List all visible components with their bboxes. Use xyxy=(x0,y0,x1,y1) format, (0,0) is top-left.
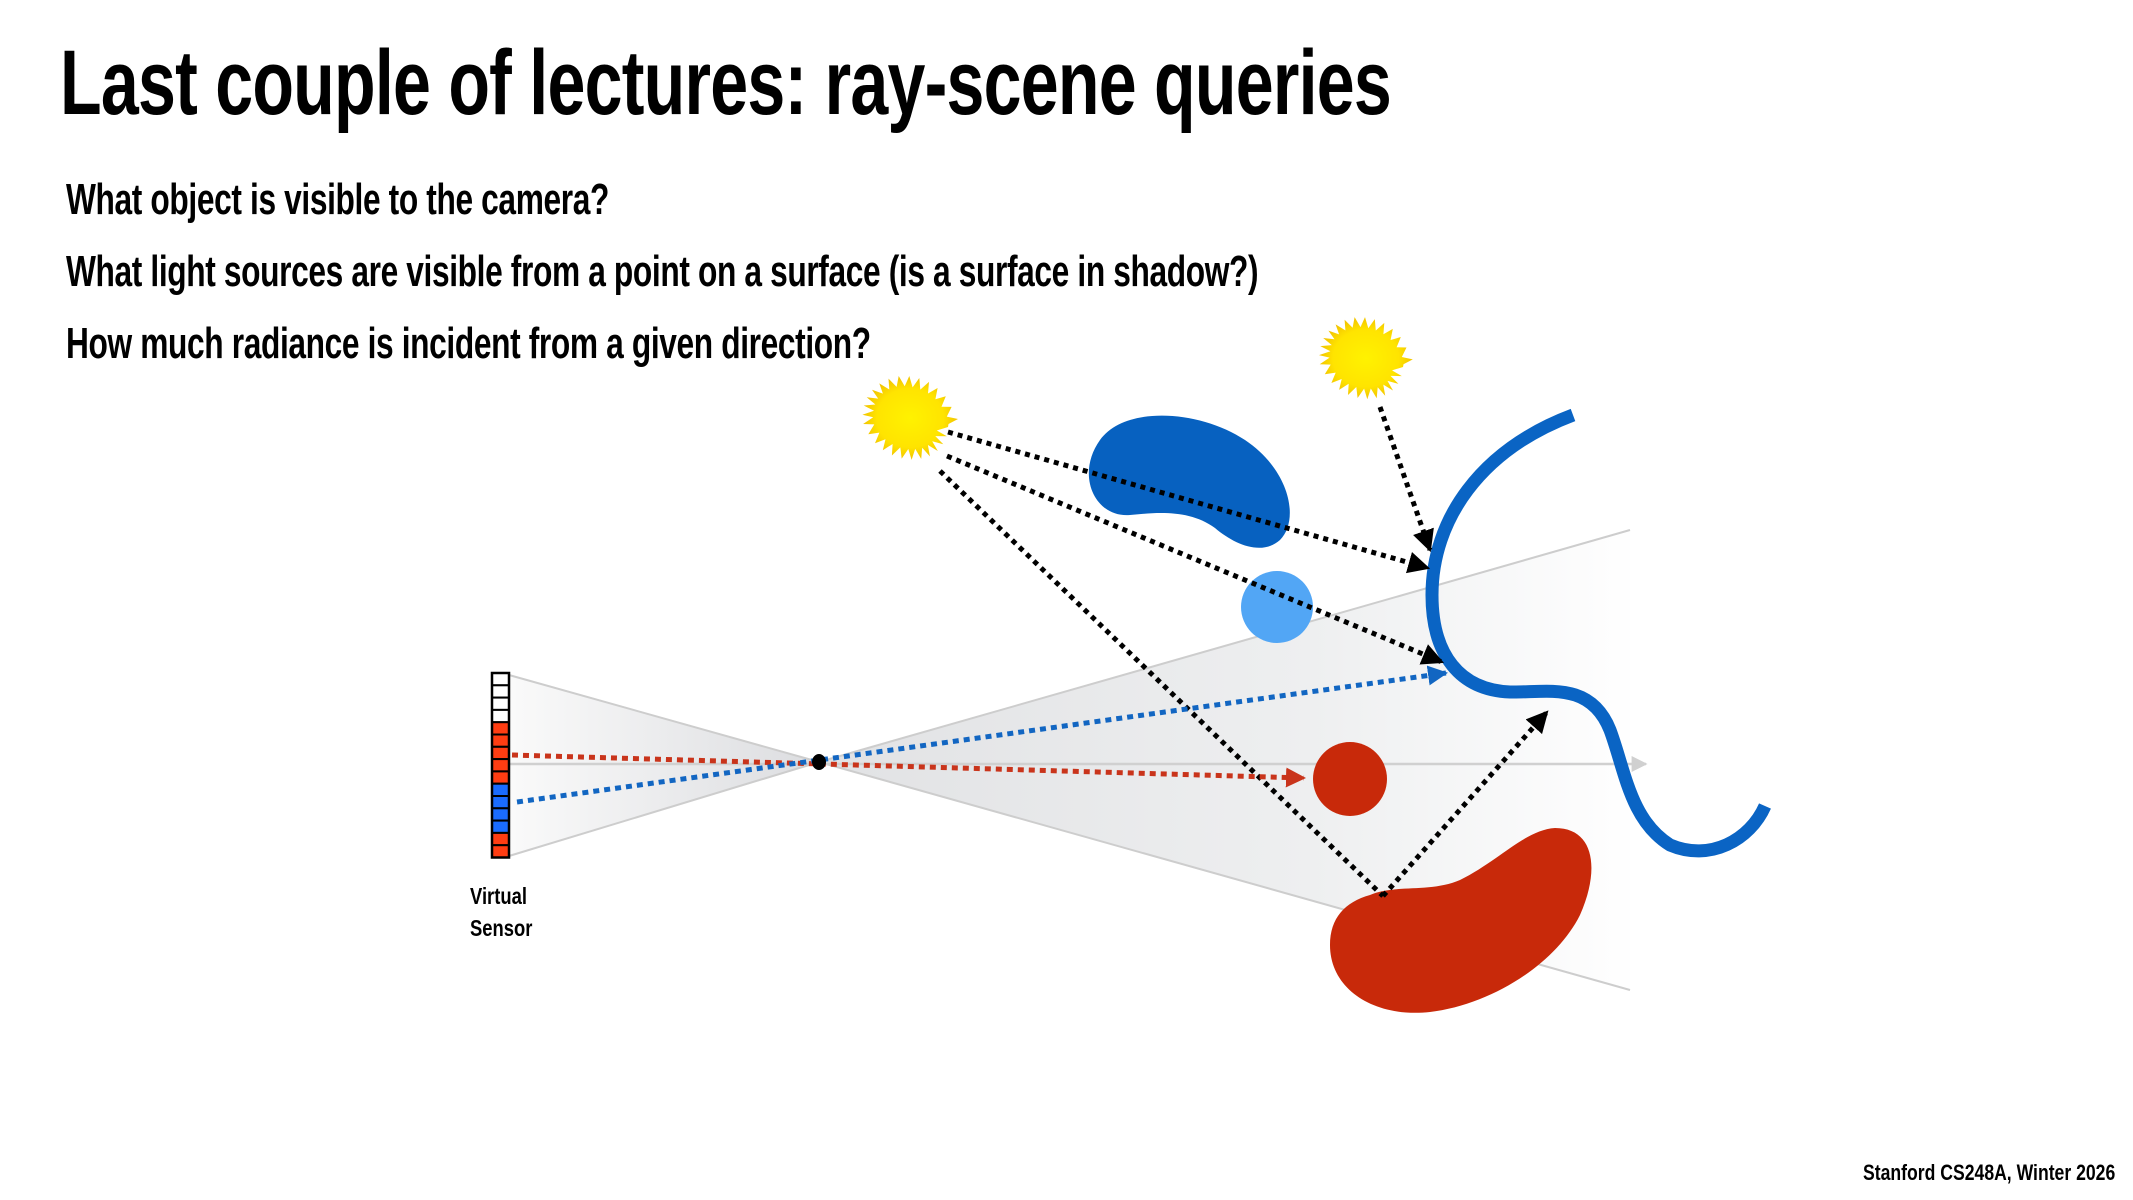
shadow-ray-occluded-by-blob xyxy=(947,429,1431,574)
light-rays xyxy=(938,406,1549,898)
bullet-list: What object is visible to the camera? Wh… xyxy=(66,164,1722,380)
pinhole-camera-icon xyxy=(812,754,826,770)
light-ray-from-sun-two xyxy=(1377,406,1434,553)
course-footer: Stanford CS248A, Winter 2026 xyxy=(1862,1160,2115,1185)
sensor-label-line-1: Virtual xyxy=(470,883,527,909)
bullet-visibility: What object is visible to the camera? xyxy=(66,175,609,224)
virtual-sensor xyxy=(490,671,511,859)
slide-title: Last couple of lectures: ray-scene queri… xyxy=(60,32,1392,134)
bullet-radiance: How much radiance is incident from a giv… xyxy=(66,319,871,368)
sensor-label-line-2: Sensor xyxy=(470,915,533,941)
bullet-shadow: What light sources are visible from a po… xyxy=(66,247,1259,296)
surface-curve xyxy=(1425,408,1771,858)
bounce-ray xyxy=(1381,710,1549,898)
dark-blue-blob xyxy=(1088,415,1290,548)
light-blue-sphere xyxy=(1241,571,1313,643)
sun-icon xyxy=(1319,317,1413,400)
red-blob xyxy=(1330,828,1592,1013)
red-sphere xyxy=(1313,742,1387,816)
light-ray-to-red-blob xyxy=(938,469,1385,898)
camera-rays xyxy=(511,665,1448,805)
sun-icon xyxy=(862,376,958,460)
virtual-sensor-label: Virtual Sensor xyxy=(470,880,533,944)
camera-ray-red xyxy=(511,752,1306,788)
camera-ray-blue xyxy=(516,665,1448,805)
